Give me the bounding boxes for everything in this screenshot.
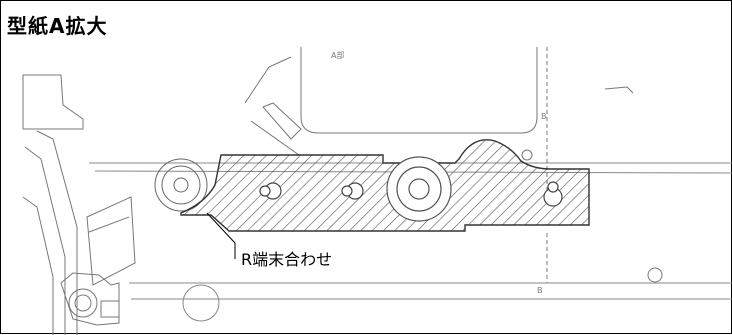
callout-leader	[206, 212, 236, 259]
upper-bracket	[244, 47, 538, 156]
left-fitting	[154, 158, 208, 212]
section-marker-bottom: B	[537, 286, 543, 295]
figure-title: 型紙A拡大	[7, 14, 108, 38]
pins	[259, 181, 563, 207]
lower-hole	[182, 284, 220, 322]
view-label: A部	[331, 50, 344, 60]
section-marker-top: B	[541, 112, 547, 121]
callout-label: R端末合わせ	[241, 250, 332, 269]
technical-drawing: A部	[22, 47, 732, 335]
figure-header: 型紙A拡大	[1, 1, 732, 47]
left-structure	[22, 74, 136, 335]
right-details	[521, 47, 663, 283]
center-ring	[386, 156, 452, 222]
hatched-template	[180, 139, 590, 232]
